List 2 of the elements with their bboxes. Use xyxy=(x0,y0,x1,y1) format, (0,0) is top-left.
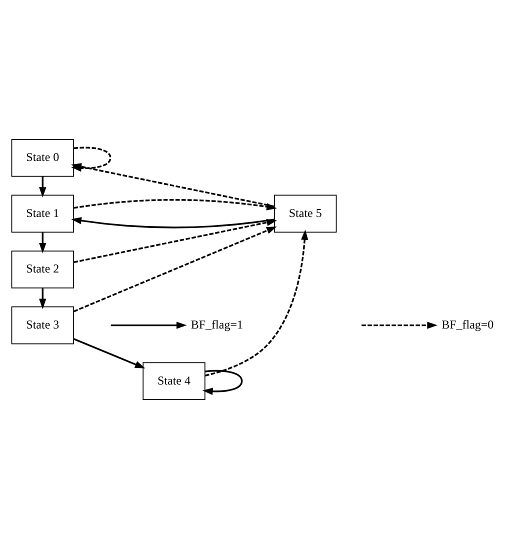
legend-label: BF_flag=1 xyxy=(190,316,243,331)
legend-label: BF_flag=0 xyxy=(442,316,494,331)
